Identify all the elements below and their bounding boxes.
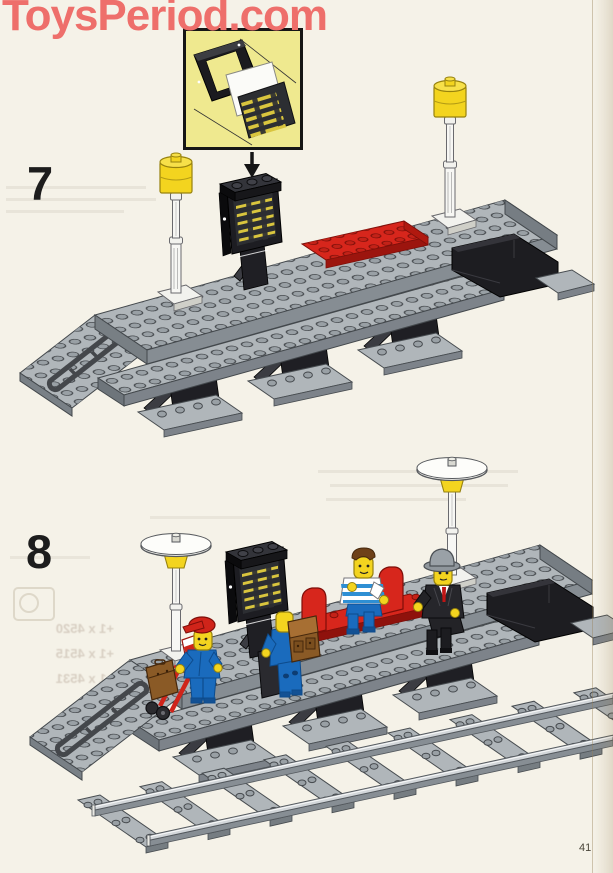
minifig-conductor [145, 616, 223, 721]
inset-detail-box [183, 28, 303, 150]
watermark: ToysPeriod.com [2, 0, 328, 40]
red-2x8-plate [300, 220, 430, 269]
gray-hat [423, 548, 461, 573]
suitcase [145, 659, 179, 701]
red-cap [182, 616, 216, 634]
step7-number: 7 [27, 157, 54, 210]
step8-assembly [29, 456, 613, 854]
inset-illustration [193, 38, 297, 146]
minifig-suited-man [413, 548, 465, 655]
grille-sticker [237, 81, 296, 139]
backpack [287, 615, 321, 663]
down-arrow-icon [244, 152, 260, 178]
ramp-railing [54, 680, 150, 758]
page-number: 41 [579, 842, 592, 854]
step8-number: 8 [26, 525, 53, 578]
bleedthrough-box-icon [13, 587, 55, 621]
step7-assembly [19, 76, 594, 437]
rail-back [91, 692, 613, 817]
train-track [77, 687, 613, 854]
minifig-boy [339, 547, 389, 635]
minifig-backpacker [257, 611, 321, 699]
rail-front [146, 734, 613, 847]
